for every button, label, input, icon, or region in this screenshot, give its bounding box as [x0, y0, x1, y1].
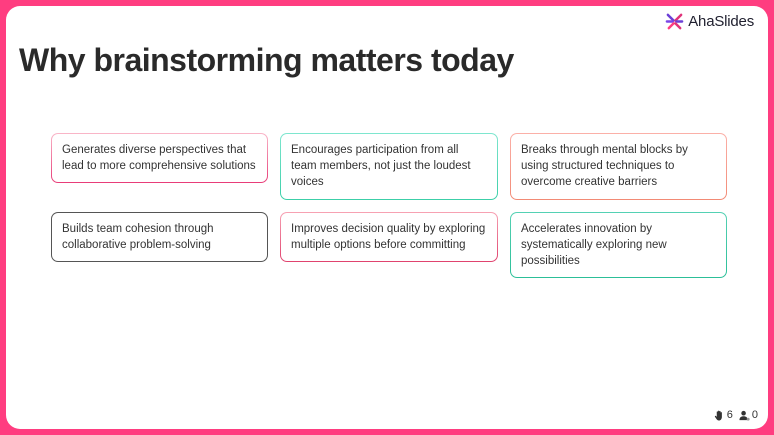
card-encourages-participation: Encourages participation from all team m…	[280, 133, 498, 200]
cards-grid: Generates diverse perspectives that lead…	[51, 133, 727, 279]
user-icon	[739, 410, 750, 421]
slide-title: Why brainstorming matters today	[19, 42, 514, 78]
card-team-cohesion: Builds team cohesion through collaborati…	[51, 211, 268, 263]
audience-count-stat: 0	[739, 409, 758, 421]
card-diverse-perspectives: Generates diverse perspectives that lead…	[51, 133, 268, 184]
audience-stats: 6 0	[714, 409, 758, 421]
hands-raised-count: 6	[726, 409, 733, 421]
slide-frame: AhaSlides Why brainstorming matters toda…	[6, 6, 768, 429]
raised-hand-icon	[714, 410, 722, 421]
card-mental-blocks: Breaks through mental blocks by using st…	[510, 133, 727, 200]
ahaslides-logo-icon	[665, 13, 684, 30]
hands-raised-stat: 6	[714, 409, 733, 421]
card-accelerates-innovation: Accelerates innovation by systematically…	[510, 211, 727, 279]
audience-count: 0	[751, 409, 758, 421]
ahaslides-logo: AhaSlides	[665, 12, 754, 31]
card-decision-quality: Improves decision quality by exploring m…	[280, 211, 498, 263]
ahaslides-logo-text: AhaSlides	[688, 13, 754, 30]
